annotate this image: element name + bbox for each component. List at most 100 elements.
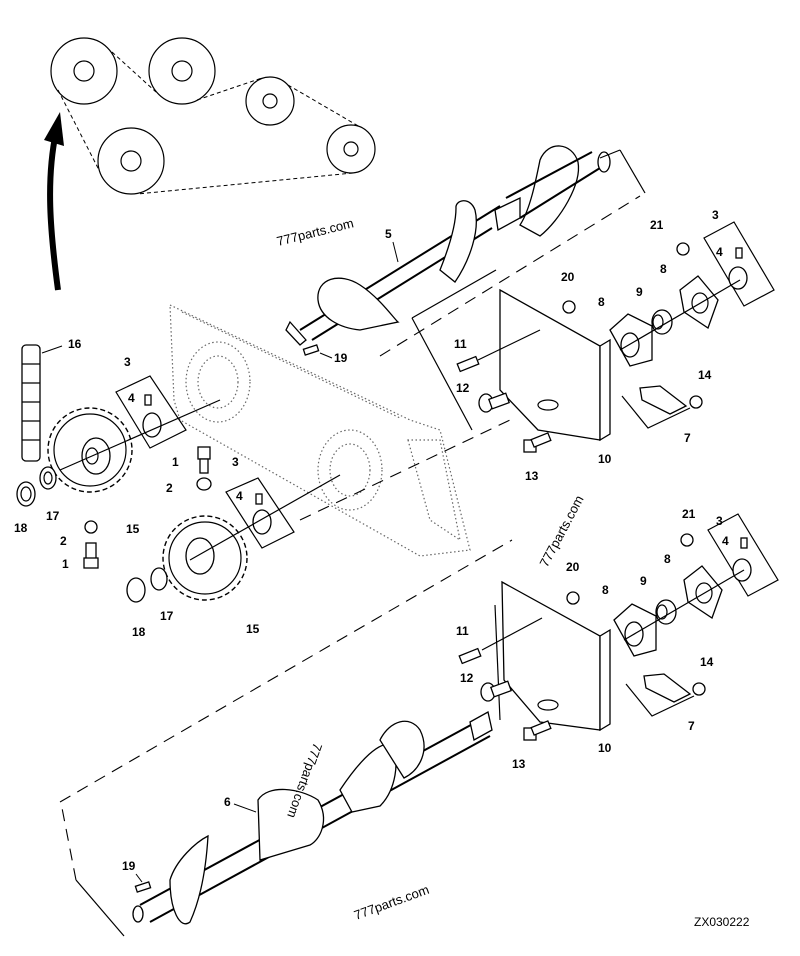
callout-18-upper: 18 [14,521,28,535]
callout-1-middle: 1 [172,455,179,469]
callout-8-outer-lower: 8 [664,552,671,566]
pulley-3-hub [262,93,278,109]
plate-7-upper [621,385,703,429]
nut-18-upper [16,481,36,507]
callout-3-lower-right: 3 [716,514,723,528]
callout-4-lower-right: 4 [722,534,729,548]
callout-13-lower: 13 [512,757,526,771]
belt-segment [136,172,354,195]
auger-housing-hidden [169,304,471,557]
bolt-13-lower [523,720,552,741]
callout-3-upper-left: 3 [124,355,131,369]
plate-10-upper [499,288,611,442]
callout-1-upper: 1 [62,557,69,571]
callout-14-lower: 14 [700,655,714,669]
pulley-2-hub [171,60,193,82]
callout-11-upper: 11 [454,337,467,351]
boundary-line [494,604,501,721]
nut-20-upper [562,300,576,314]
callout-8-outer-upper: 8 [660,262,667,276]
key-19-upper [302,344,320,356]
bolt-11-upper [456,329,541,373]
pulley-5 [97,127,165,195]
belt-segment [196,77,263,101]
leader-line [135,873,143,883]
pulley-2 [148,37,216,105]
callout-10-upper: 10 [598,452,612,466]
callout-14-upper: 14 [698,368,712,382]
callout-8-inner-lower: 8 [602,583,609,597]
drawing-code: ZX030222 [694,915,750,929]
curved-arrow-up-icon [44,112,64,291]
bearing-3-upper-right [619,221,775,351]
bolt-11-lower [458,617,543,665]
leader-line [233,803,257,813]
leader-line [392,241,399,263]
callout-2-upper: 2 [60,534,67,548]
plate-7-lower [625,673,706,717]
callout-5: 5 [385,227,392,241]
callout-17-lower: 17 [160,609,174,623]
callout-17-upper: 17 [46,509,60,523]
belt-segment [287,84,361,128]
seal-17-lower [150,567,168,591]
flange-8-inner-lower [613,603,657,657]
callout-12-lower: 12 [460,671,474,685]
chain-16 [21,344,41,462]
bearing-3-lower-right [623,513,779,641]
callout-21-upper: 21 [650,218,664,232]
bolt-12-upper [478,392,511,413]
flange-8-outer-lower [683,565,723,620]
callout-10-lower: 10 [598,741,612,755]
bolt-12-lower [480,680,513,702]
callout-4-upper-left: 4 [128,391,135,405]
bearing-3-upper-left [59,375,221,471]
nut-21-upper [676,242,690,256]
callout-13-upper: 13 [525,469,539,483]
callout-19-lower: 19 [122,859,136,873]
belt-routing-inset [50,37,376,195]
callout-11-lower: 11 [456,624,469,638]
callout-12-upper: 12 [456,381,470,395]
callout-7-lower: 7 [688,719,695,733]
callout-15-upper: 15 [126,522,140,536]
belt-segment [57,89,100,171]
pulley-4-hub [343,141,359,157]
flange-8-inner-upper [609,313,653,367]
callout-4-upper-right: 4 [716,245,723,259]
belt-segment [111,51,157,93]
boundary-line [411,269,497,319]
key-19-lower [134,881,152,893]
callout-8-inner-upper: 8 [598,295,605,309]
leader-line [41,345,63,354]
callout-20-upper: 20 [561,270,575,284]
callout-21-lower: 21 [682,507,696,521]
pulley-5-hub [120,150,142,172]
flange-8-outer-upper [679,275,719,330]
callout-3-upper-right: 3 [712,208,719,222]
callout-15-lower: 15 [246,622,260,636]
callout-18-lower: 18 [132,625,146,639]
callout-2-middle: 2 [166,481,173,495]
sprocket-15-lower [162,515,248,601]
bolt-13-upper [523,432,552,453]
callout-6: 6 [224,795,231,809]
callout-3-middle: 3 [232,455,239,469]
plate-10-lower [501,580,611,732]
watermark: 777parts.com [352,882,431,923]
upper-auger-shaft [285,145,646,357]
boundary-line [411,317,473,431]
lower-auger-shaft [59,539,513,937]
watermark: 777parts.com [275,215,355,249]
leader-line [319,352,333,359]
nut-21-lower [680,533,694,547]
callout-9-upper: 9 [636,285,643,299]
sprocket-15-upper [47,407,133,493]
pulley-1 [50,37,118,105]
pulley-4 [326,124,376,174]
bearing-3-middle [189,419,511,561]
callout-16: 16 [68,337,82,351]
watermark: 777parts.com [536,493,586,570]
pulley-3 [245,76,295,126]
